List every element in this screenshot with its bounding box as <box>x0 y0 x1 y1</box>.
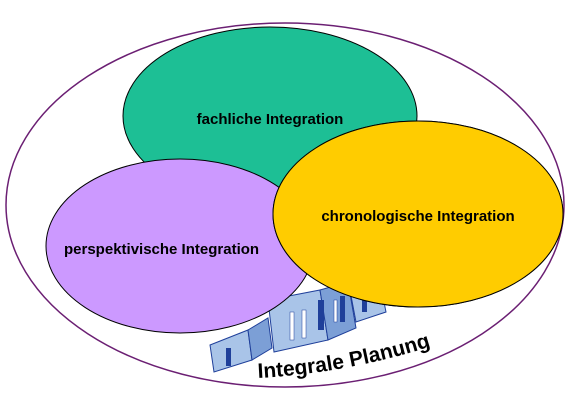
label-chronologische-integration: chronologische Integration <box>321 208 514 225</box>
label-fachliche-integration: fachliche Integration <box>197 111 344 128</box>
circle-chronologische-overlay <box>272 120 564 308</box>
label-perspektivische-integration: perspektivische Integration <box>64 241 259 258</box>
